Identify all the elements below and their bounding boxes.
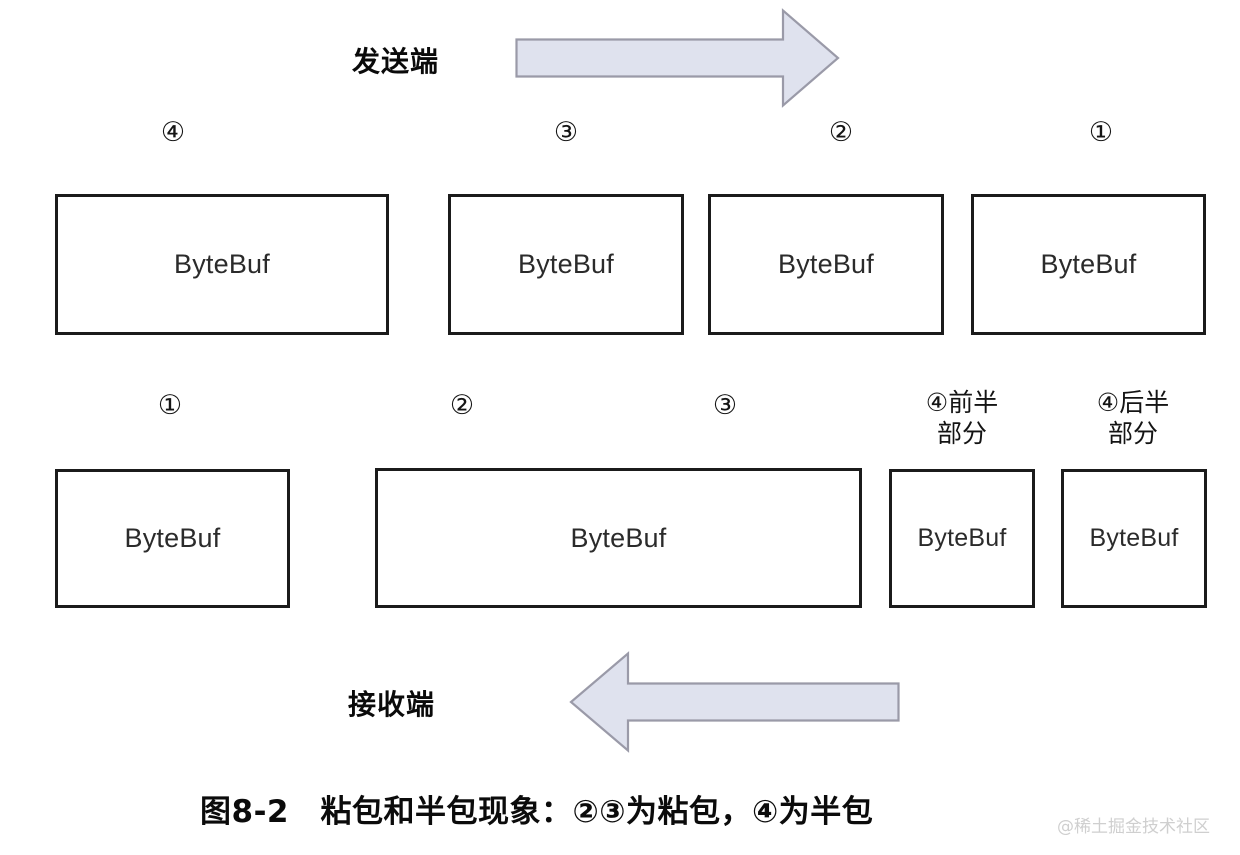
sender-label: 发送端 xyxy=(352,46,440,77)
receiver-index-4-second-half: ④后半 部分 xyxy=(1096,388,1170,448)
sender-bytebuf-box-2[interactable]: ByteBuf xyxy=(448,194,684,335)
receiver-bytebuf-box-4-first-half[interactable]: ByteBuf xyxy=(889,469,1035,608)
receiver-index-1: ① xyxy=(157,390,183,421)
sender-bytebuf-box-3[interactable]: ByteBuf xyxy=(708,194,944,335)
receiver-bytebuf-label-merged: ByteBuf xyxy=(570,522,667,553)
sender-bytebuf-label-3: ByteBuf xyxy=(778,249,874,279)
receiver-bytebuf-label-1: ByteBuf xyxy=(124,523,221,553)
sender-bytebuf-label-2: ByteBuf xyxy=(518,249,614,279)
receiver-bytebuf-box-merged[interactable]: ByteBuf xyxy=(375,468,862,608)
sender-bytebuf-box-1[interactable]: ByteBuf xyxy=(55,194,389,335)
sender-index-3: ② xyxy=(828,117,854,148)
sender-arrow-right-icon xyxy=(515,8,841,108)
receiver-index-4-first-half: ④前半 部分 xyxy=(925,388,999,448)
receiver-label: 接收端 xyxy=(348,689,436,720)
receiver-bytebuf-box-1[interactable]: ByteBuf xyxy=(55,469,290,608)
receiver-bytebuf-label-4-second-half: ByteBuf xyxy=(1089,524,1179,552)
sender-bytebuf-label-1: ByteBuf xyxy=(174,249,270,279)
sender-bytebuf-box-4[interactable]: ByteBuf xyxy=(971,194,1206,335)
sender-index-4: ① xyxy=(1088,117,1114,148)
sender-index-2: ③ xyxy=(553,117,579,148)
sender-index-1: ④ xyxy=(160,117,186,148)
receiver-bytebuf-box-4-second-half[interactable]: ByteBuf xyxy=(1061,469,1207,608)
receiver-arrow-left-icon xyxy=(568,650,900,754)
figure-caption: 图8-2 粘包和半包现象：②③为粘包，④为半包 xyxy=(200,794,874,830)
receiver-index-3: ③ xyxy=(712,390,738,421)
receiver-bytebuf-label-4-first-half: ByteBuf xyxy=(917,524,1007,552)
watermark-text: @稀土掘金技术社区 xyxy=(1057,817,1210,837)
sender-bytebuf-label-4: ByteBuf xyxy=(1040,249,1137,279)
receiver-index-2: ② xyxy=(449,390,475,421)
